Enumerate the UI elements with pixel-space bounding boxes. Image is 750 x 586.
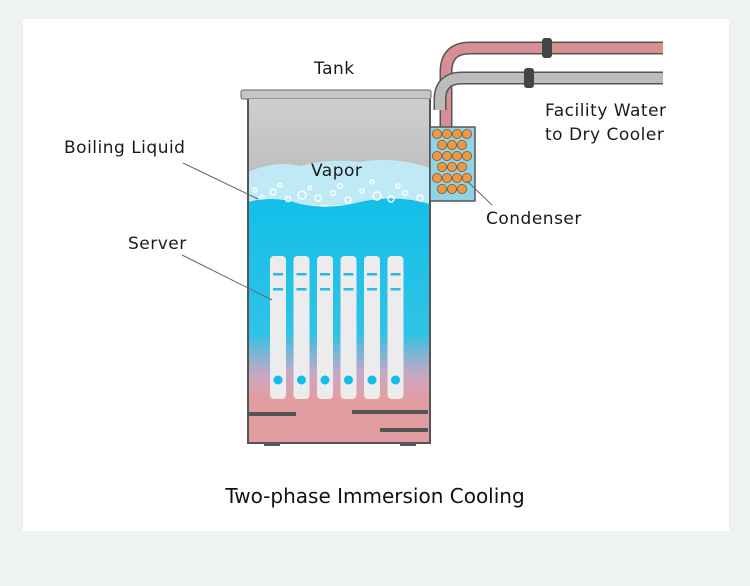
bubble bbox=[387, 195, 395, 203]
vapor-bubbles bbox=[252, 179, 424, 204]
condenser-coil bbox=[441, 128, 452, 139]
base-bar-3 bbox=[380, 428, 428, 432]
bubble bbox=[269, 188, 277, 196]
condenser-coil bbox=[431, 172, 442, 183]
condenser-coil bbox=[461, 172, 472, 183]
server-blade bbox=[317, 256, 333, 399]
condenser-coil bbox=[436, 161, 447, 172]
server-blade bbox=[340, 256, 357, 399]
bubble bbox=[307, 185, 313, 191]
facility-water-label-line2: to Dry Cooler bbox=[545, 125, 665, 145]
condenser-coil bbox=[456, 183, 467, 194]
facility-water-label-line1: Facility Water bbox=[545, 101, 667, 121]
boiling-liquid-leader bbox=[182, 162, 259, 200]
diagram-caption: Two-phase Immersion Cooling bbox=[225, 484, 525, 508]
pipe-fitting-top bbox=[542, 38, 552, 58]
server-blade bbox=[293, 256, 310, 399]
condenser-coil bbox=[461, 150, 472, 161]
server-blade bbox=[364, 256, 380, 399]
bubble bbox=[259, 194, 265, 200]
condenser-coil bbox=[451, 172, 462, 183]
facility-pipes bbox=[433, 38, 663, 135]
bubble bbox=[284, 195, 292, 203]
vapor-label: Vapor bbox=[311, 161, 363, 181]
base-bar-2 bbox=[352, 410, 428, 414]
condenser-label: Condenser bbox=[486, 209, 582, 229]
tank-label: Tank bbox=[314, 59, 355, 79]
condenser-coil bbox=[446, 183, 457, 194]
condenser-leader bbox=[466, 180, 493, 206]
tank-lid bbox=[240, 89, 432, 100]
bubble bbox=[359, 188, 365, 194]
condenser-coil bbox=[436, 139, 447, 150]
condenser-coil bbox=[451, 128, 462, 139]
server-blade bbox=[270, 256, 286, 399]
condenser bbox=[429, 126, 476, 202]
bubble bbox=[252, 187, 258, 193]
boiling-liquid-label: Boiling Liquid bbox=[64, 138, 186, 158]
bubble bbox=[416, 194, 424, 202]
condenser-coil bbox=[431, 150, 442, 161]
condenser-coil bbox=[441, 150, 452, 161]
bubble bbox=[336, 182, 344, 190]
condenser-coil bbox=[456, 139, 467, 150]
bubble bbox=[297, 190, 307, 200]
condenser-coil bbox=[456, 161, 467, 172]
condenser-coil bbox=[461, 128, 472, 139]
bubble bbox=[329, 189, 337, 197]
condenser-coils bbox=[431, 128, 472, 194]
vapor-layer bbox=[248, 160, 430, 205]
bubble bbox=[369, 179, 375, 185]
server-leader bbox=[181, 254, 273, 301]
condenser-coil bbox=[451, 150, 462, 161]
base-bar-1 bbox=[248, 412, 296, 416]
bubble bbox=[344, 196, 352, 204]
condenser-coil bbox=[441, 172, 452, 183]
server-label: Server bbox=[128, 234, 187, 254]
tank-foot-right bbox=[400, 443, 416, 446]
condenser-coil bbox=[446, 161, 457, 172]
tank-walls bbox=[247, 99, 431, 444]
bubble bbox=[401, 189, 409, 197]
condenser-coil bbox=[446, 139, 457, 150]
bubble bbox=[277, 182, 283, 188]
pipe-fitting-bottom bbox=[524, 68, 534, 88]
leader-lines bbox=[181, 162, 493, 301]
condenser-coil bbox=[431, 128, 442, 139]
tank bbox=[240, 89, 432, 446]
bubble bbox=[314, 194, 322, 202]
server-blades bbox=[270, 256, 404, 399]
bubble bbox=[395, 183, 401, 189]
server-blade bbox=[387, 256, 404, 399]
bubble bbox=[372, 191, 382, 201]
tank-foot-left bbox=[264, 443, 280, 446]
condenser-coil bbox=[436, 183, 447, 194]
